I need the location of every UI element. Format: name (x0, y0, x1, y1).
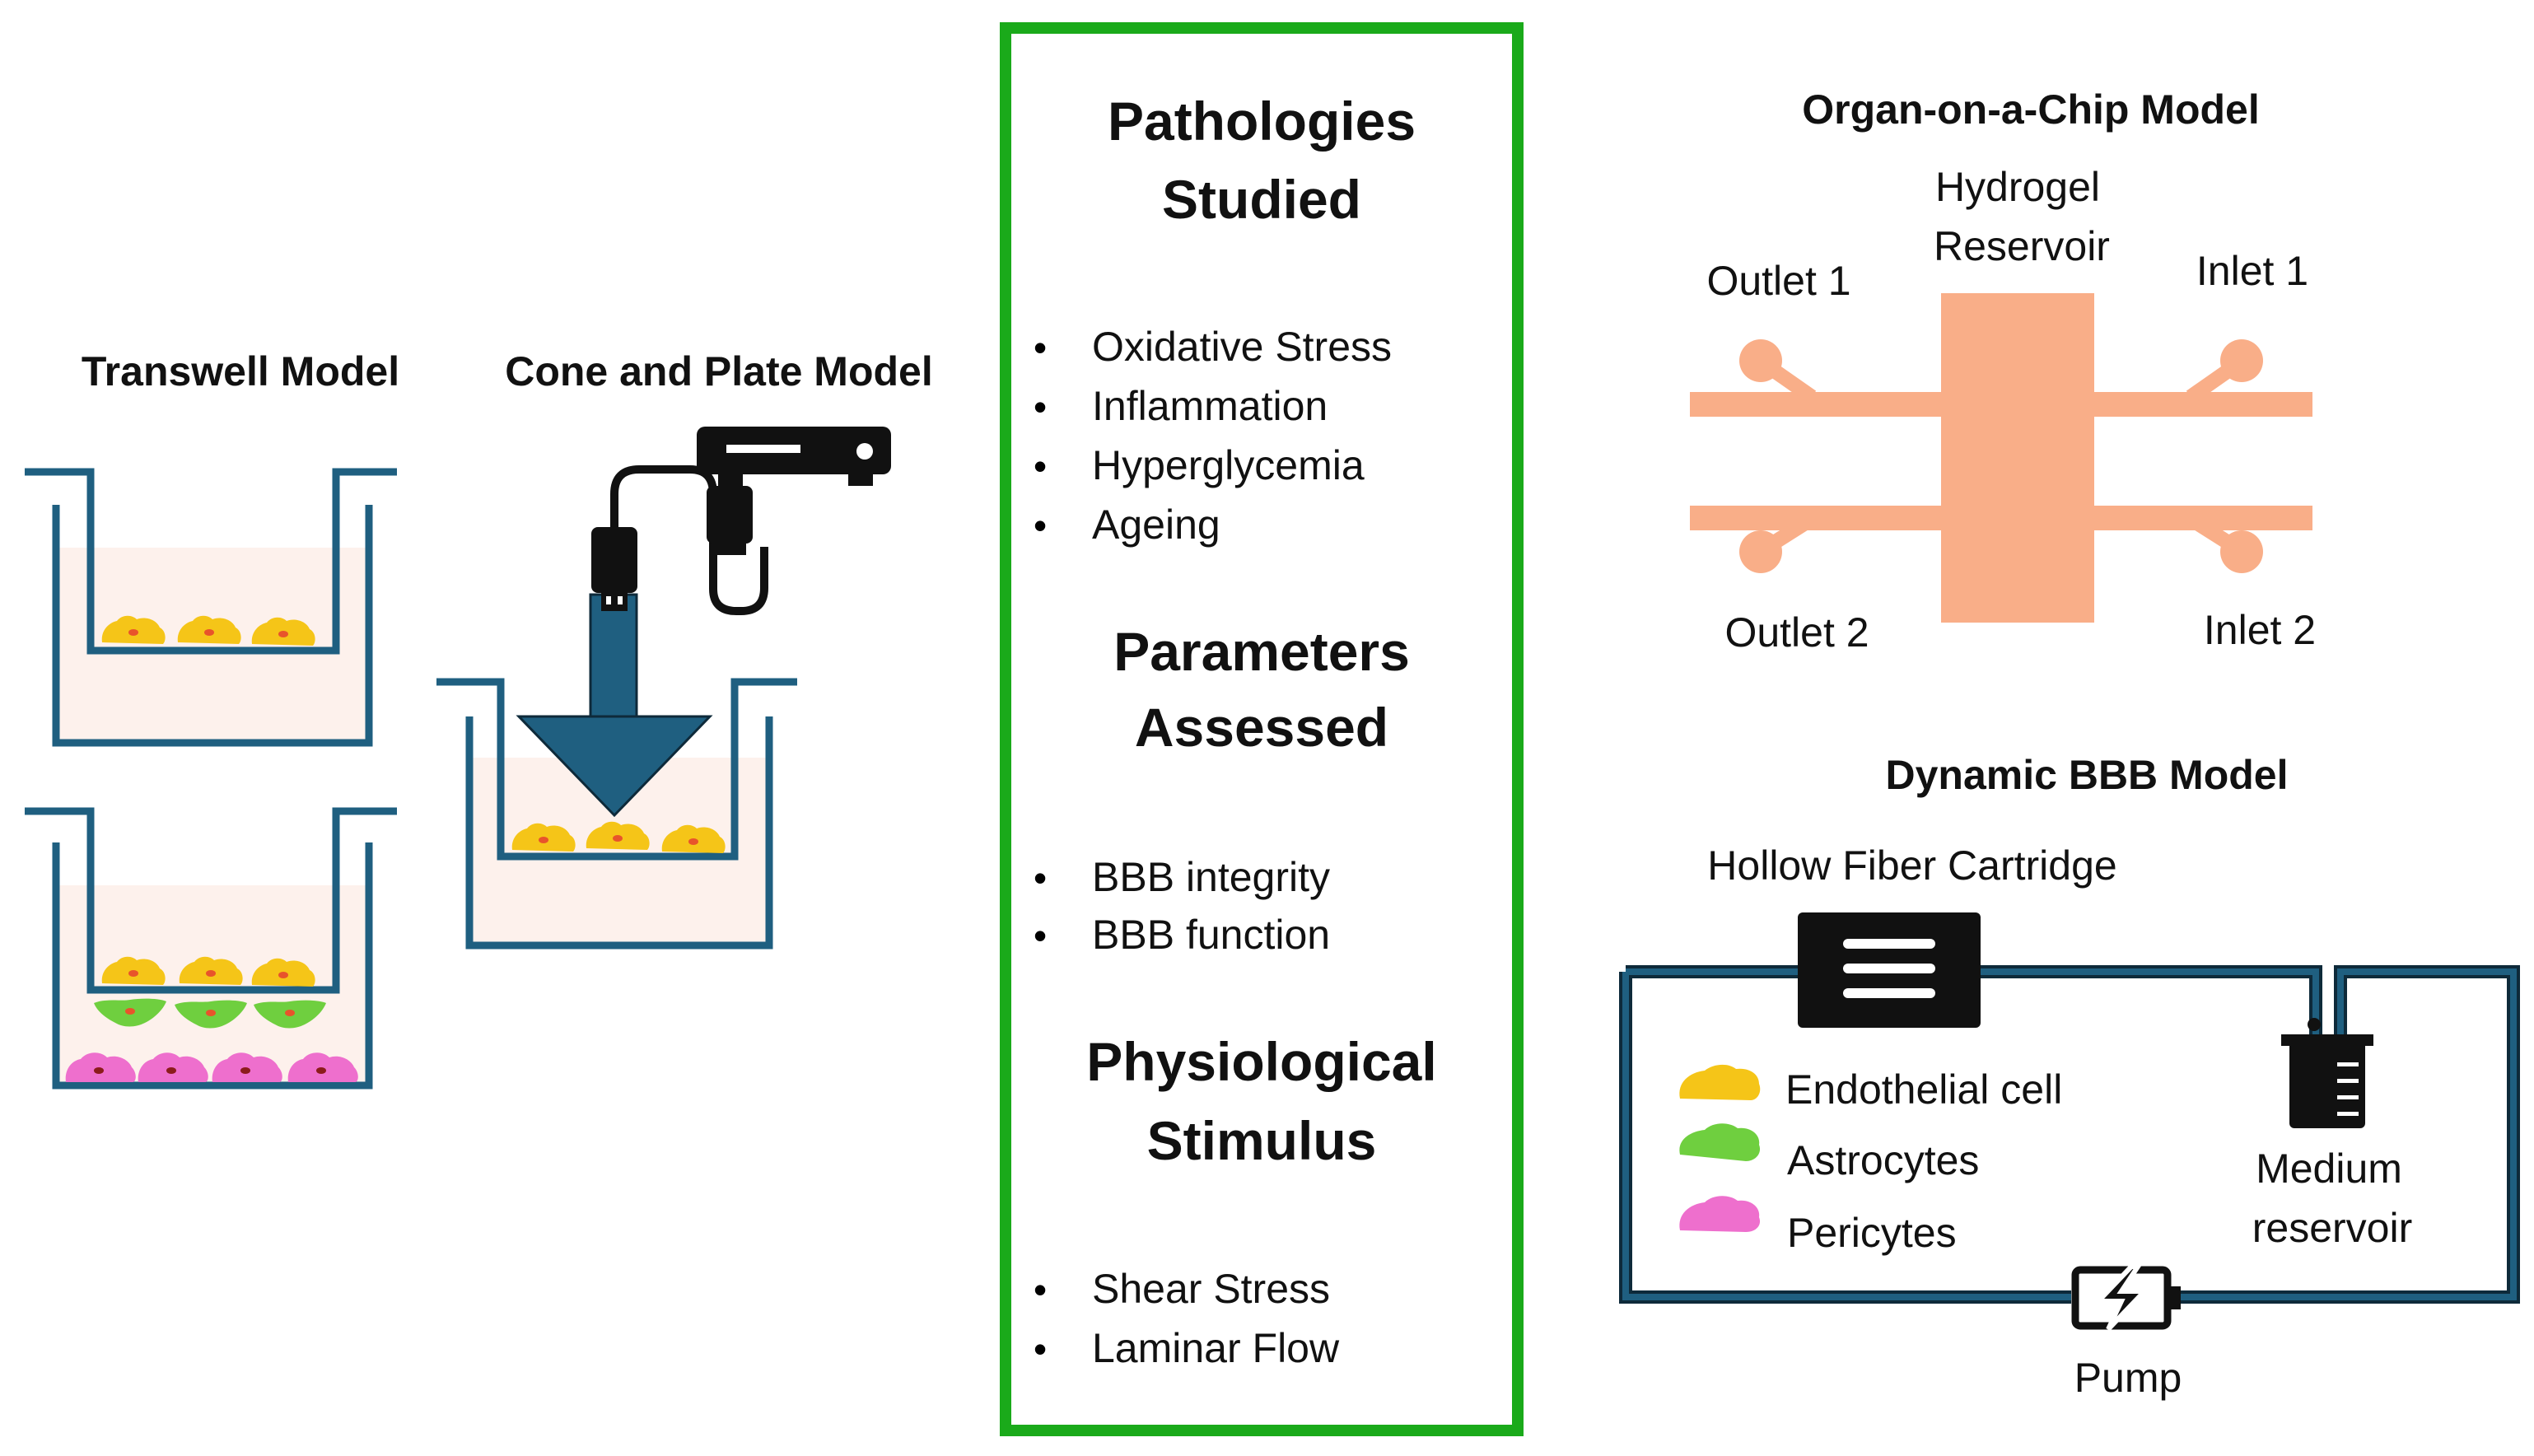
hydrogel-label-line2: Reservoir (1934, 223, 2110, 269)
rheometer-icon (591, 427, 891, 615)
inlet1-label: Inlet 1 (2196, 248, 2308, 294)
list-item: Hyperglycemia (1092, 442, 1365, 488)
section-heading-line1: Pathologies (1108, 91, 1416, 152)
organ-chip-title: Organ-on-a-Chip Model (1802, 86, 2260, 133)
outlet2-label: Outlet 2 (1724, 609, 1869, 656)
legend-label-endothelial: Endothelial cell (1785, 1066, 2062, 1113)
bullet-icon: • (1034, 856, 1047, 899)
transwell-upper (25, 468, 397, 747)
bullet-icon: • (1034, 914, 1047, 957)
organ-chip-device (1690, 293, 2312, 623)
list-item: Shear Stress (1092, 1266, 1330, 1312)
pump-battery-icon (2071, 1264, 2181, 1332)
legend-swatch-astrocytes (1679, 1123, 1761, 1161)
outlet1-label: Outlet 1 (1706, 258, 1850, 304)
section-heading-line1: Parameters (1113, 621, 1410, 682)
section-parameters: Parameters Assessed • • BBB integrity BB… (1034, 621, 1410, 958)
section-heading-line2: Assessed (1135, 697, 1388, 758)
dynamic-bbb-title: Dynamic BBB Model (1886, 752, 2289, 798)
list-item: BBB function (1092, 912, 1330, 958)
legend-label-pericytes: Pericytes (1787, 1210, 1957, 1256)
legend-label-astrocytes: Astrocytes (1787, 1137, 1979, 1183)
legend: Endothelial cell Astrocytes Pericytes (1679, 1064, 2062, 1256)
list-item: Ageing (1092, 502, 1220, 548)
center-panel-border (1000, 22, 1524, 1436)
bullet-icon: • (1034, 1328, 1047, 1370)
transwell-title: Transwell Model (82, 348, 399, 394)
beaker-icon (2281, 1018, 2373, 1128)
inlet2-label: Inlet 2 (2204, 607, 2316, 653)
list-item: Oxidative Stress (1092, 324, 1392, 370)
bullet-icon: • (1034, 1268, 1047, 1311)
reservoir-label-line2: reservoir (2252, 1205, 2412, 1251)
section-heading-line2: Stimulus (1147, 1110, 1377, 1171)
bullet-icon: • (1034, 385, 1047, 428)
cone-plate-title: Cone and Plate Model (505, 348, 933, 394)
legend-swatch-pericytes (1679, 1196, 1761, 1232)
bullet-icon: • (1034, 326, 1047, 369)
list-item: Inflammation (1092, 383, 1328, 429)
list-item: BBB integrity (1092, 854, 1330, 900)
pump-label: Pump (2074, 1355, 2182, 1401)
section-pathologies: Pathologies Studied • • • • Oxidative St… (1034, 91, 1416, 548)
transwell-lower (25, 807, 397, 1090)
legend-swatch-endothelial (1679, 1064, 1761, 1100)
bullet-icon: • (1034, 445, 1047, 488)
cartridge-icon (1798, 912, 1981, 1028)
list-item: Laminar Flow (1092, 1325, 1340, 1371)
section-stimulus: Physiological Stimulus • • Shear Stress … (1034, 1031, 1437, 1371)
section-heading-line1: Physiological (1086, 1031, 1436, 1092)
cone-probe (516, 593, 713, 818)
hydrogel-label-line1: Hydrogel (1935, 164, 2100, 210)
section-heading-line2: Studied (1162, 169, 1361, 230)
reservoir-label-line1: Medium (2256, 1146, 2402, 1192)
cartridge-label: Hollow Fiber Cartridge (1707, 842, 2116, 889)
bullet-icon: • (1034, 504, 1047, 547)
